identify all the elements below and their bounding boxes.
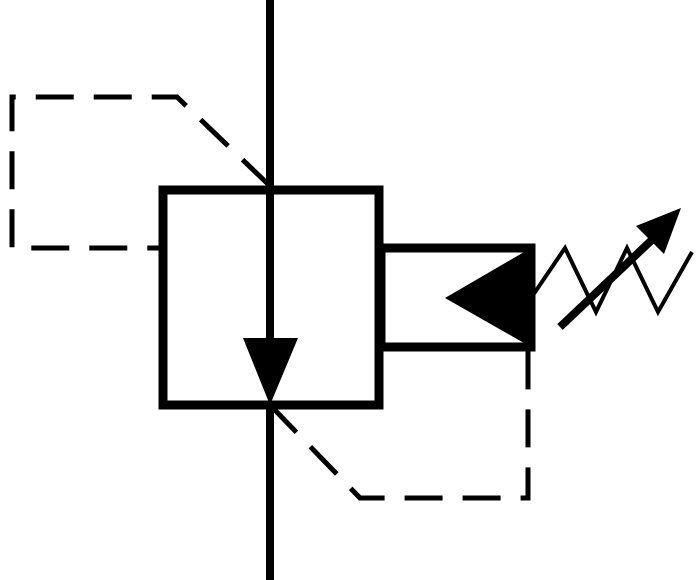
pilot-triangle-icon	[445, 248, 531, 347]
drain-line-outlet	[268, 347, 531, 501]
pilot-line-inlet	[9, 94, 272, 251]
adjust-arrow-head-icon	[636, 208, 681, 254]
adjust-arrow-shaft	[557, 233, 659, 330]
flow-arrow-head-icon	[243, 338, 298, 405]
